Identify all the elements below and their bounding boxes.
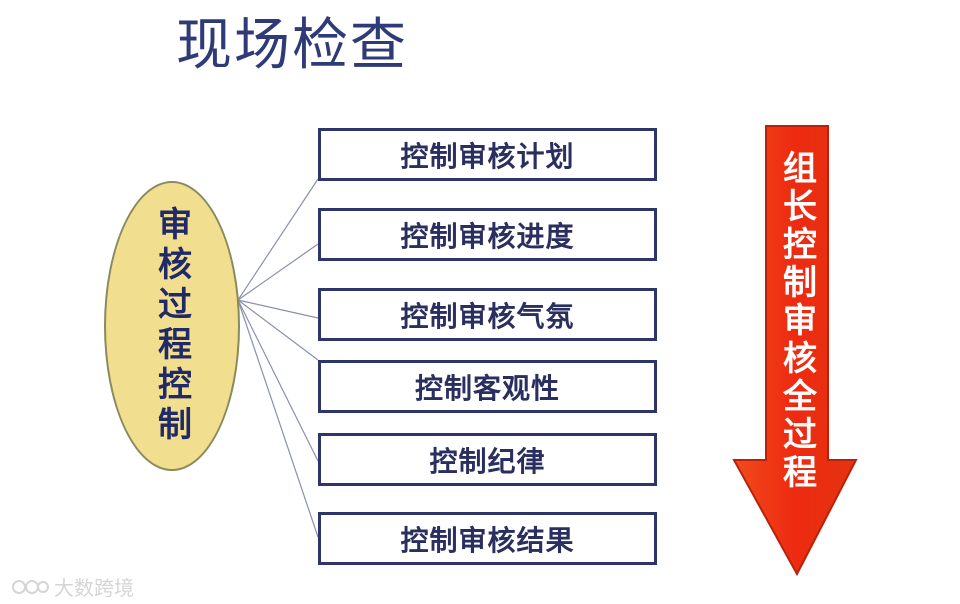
watermark: 大数跨境 xyxy=(10,572,134,601)
connector-line xyxy=(237,299,319,361)
item-box-progress: 控制审核进度 xyxy=(318,208,657,261)
center-ellipse-label-wrap: 审核过程控制 xyxy=(104,181,240,471)
watermark-text: 大数跨境 xyxy=(54,576,134,600)
center-ellipse-label: 审核过程控制 xyxy=(151,206,192,446)
connector-line xyxy=(237,178,319,301)
down-arrow xyxy=(732,125,858,576)
item-box-atmosphere: 控制审核气氛 xyxy=(318,288,657,341)
connector-line xyxy=(237,299,319,538)
page-title: 现场检查 xyxy=(176,13,408,78)
item-box-objectivity: 控制客观性 xyxy=(318,360,657,413)
watermark-logo-icon xyxy=(10,576,50,598)
item-box-plan: 控制审核计划 xyxy=(318,128,657,181)
connector-line xyxy=(237,299,319,462)
connector-line xyxy=(237,299,319,319)
item-box-result: 控制审核结果 xyxy=(318,512,657,565)
center-ellipse xyxy=(104,181,240,471)
item-box-discipline: 控制纪律 xyxy=(318,433,657,486)
arrow-label: 组长控制审核全过程 xyxy=(776,150,817,492)
connector-line xyxy=(237,243,319,301)
arrow-label-wrap: 组长控制审核全过程 xyxy=(768,150,826,500)
